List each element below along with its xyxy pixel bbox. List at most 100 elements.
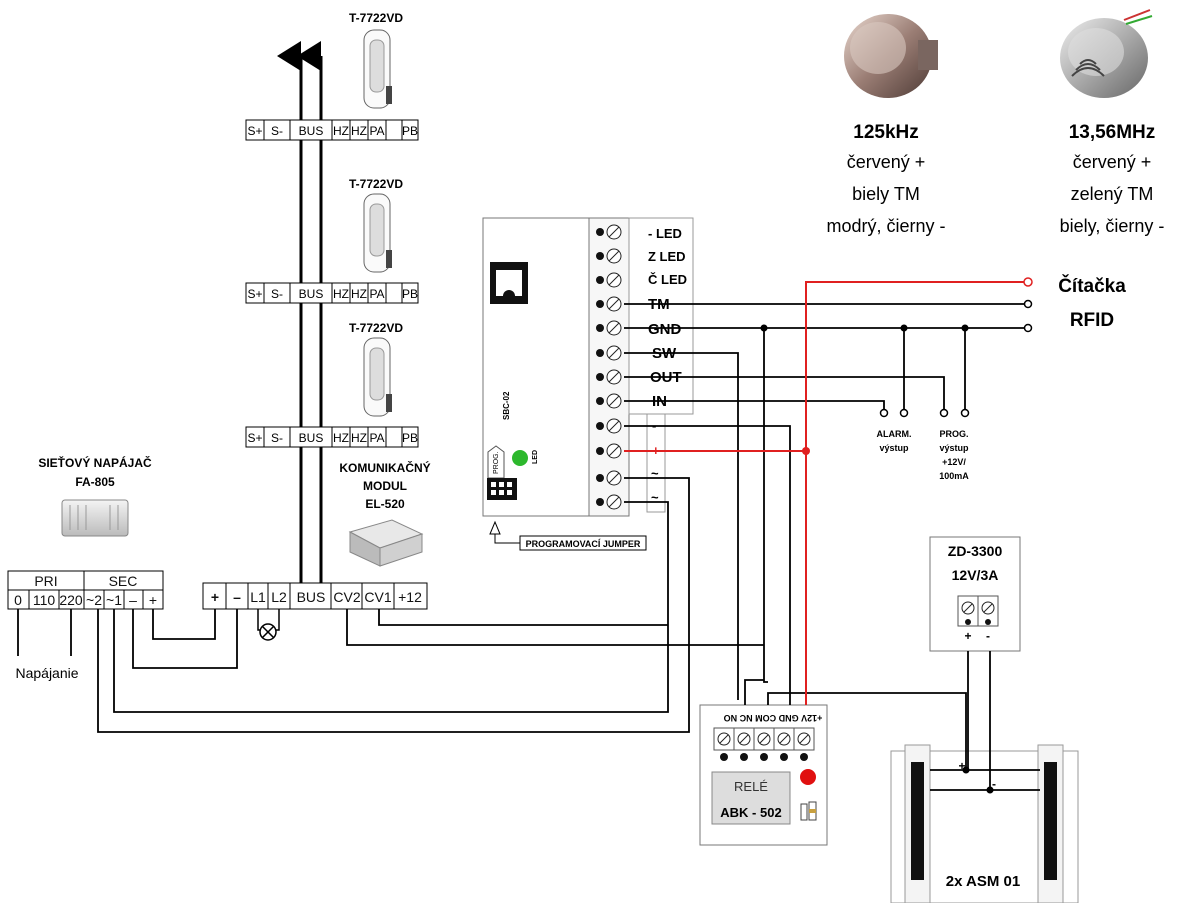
bus-wires — [277, 41, 323, 590]
svg-text:–: – — [129, 592, 137, 608]
svg-text:výstup: výstup — [939, 443, 969, 453]
svg-text:biely TM: biely TM — [852, 184, 920, 204]
chip-icon — [490, 262, 528, 304]
svg-text:GND: GND — [648, 321, 682, 338]
svg-text:EL-520: EL-520 — [365, 497, 405, 511]
comm-module-icon — [348, 519, 424, 567]
svg-text:CV2: CV2 — [333, 589, 360, 605]
svg-text:+: + — [211, 589, 219, 605]
svg-text:RELÉ: RELÉ — [734, 779, 768, 794]
svg-text:~1: ~1 — [106, 592, 122, 608]
svg-text:S-: S- — [271, 431, 283, 445]
svg-text:PROG.: PROG. — [939, 429, 968, 439]
terminal-dot — [760, 753, 768, 761]
terminal-dot — [720, 753, 728, 761]
controller-terminal-labels: - LED Z LED Č LED TM GND SW OUT IN - + ~… — [648, 226, 687, 505]
svg-text:~: ~ — [651, 490, 659, 505]
screw-slot — [608, 395, 620, 407]
handset-unit-3: T-7722VD S+ S- BUS HZ HZ PA PB — [245, 321, 419, 448]
junction-dots — [760, 324, 994, 794]
svg-text:S+: S+ — [247, 287, 262, 301]
screw-slot — [608, 420, 620, 432]
handset-icon — [363, 193, 392, 273]
svg-text:125kHz: 125kHz — [853, 122, 919, 143]
svg-text:SEC: SEC — [109, 573, 138, 589]
svg-text:- LED: - LED — [648, 226, 682, 241]
terminal-dot — [596, 228, 604, 236]
svg-text:červený +: červený + — [1073, 152, 1152, 172]
svg-text:BUS: BUS — [297, 589, 326, 605]
reader-125khz: 125kHz červený + biely TM modrý, čierny … — [826, 14, 946, 236]
relay-led — [800, 769, 816, 785]
handset-icon — [363, 29, 392, 109]
screw-slot — [799, 734, 809, 744]
svg-text:Z LED: Z LED — [648, 249, 686, 264]
handset-unit-2: T-7722VD S+ S- BUS HZ HZ PA PB — [245, 177, 419, 304]
screw-slot — [608, 250, 620, 262]
relay-abk502: +12V GND COM NC NO RELÉ ABK - 502 — [699, 704, 828, 846]
svg-text:+12: +12 — [398, 589, 422, 605]
red-wires — [624, 281, 1026, 705]
handset-icon — [363, 337, 392, 417]
handset-model-label: T-7722VD — [349, 11, 403, 25]
reader-125-icon — [844, 14, 938, 98]
svg-text:RFID: RFID — [1070, 310, 1114, 331]
terminal-dot — [596, 447, 604, 455]
screw-slot — [739, 734, 749, 744]
svg-text:~2: ~2 — [86, 592, 102, 608]
lamp-icon — [257, 609, 280, 641]
svg-text:L2: L2 — [271, 589, 287, 605]
svg-text:-: - — [992, 777, 996, 791]
handset-model-label: T-7722VD — [349, 177, 403, 191]
svg-text:-: - — [986, 629, 990, 643]
svg-text:HZ: HZ — [351, 431, 367, 445]
svg-text:výstup: výstup — [879, 443, 909, 453]
jumper-label: PROGRAMOVACÍ JUMPER — [526, 539, 641, 549]
svg-text:+12V GND COM NC NO: +12V GND COM NC NO — [724, 713, 823, 723]
svg-text:ZD-3300: ZD-3300 — [948, 543, 1003, 559]
svg-text:biely, čierny -: biely, čierny - — [1060, 216, 1165, 236]
psu-terminal-strip: PRI SEC 0 110 220 ~2 ~1 – + — [7, 570, 164, 610]
terminal-dot — [740, 753, 748, 761]
svg-text:ALARM.: ALARM. — [877, 429, 912, 439]
svg-text:S-: S- — [271, 124, 283, 138]
svg-text:HZ: HZ — [333, 287, 349, 301]
controller-screw-terminals — [596, 224, 622, 510]
svg-text:110: 110 — [33, 592, 56, 608]
svg-text:220: 220 — [59, 592, 83, 608]
power-supply-title: SIEŤOVÝ NAPÁJAČ — [38, 455, 152, 470]
terminal-dot — [596, 276, 604, 284]
svg-text:PROG.: PROG. — [493, 451, 500, 474]
svg-text:13,56MHz: 13,56MHz — [1069, 122, 1156, 143]
svg-text:HZ: HZ — [351, 124, 367, 138]
psu-zd3300: ZD-3300 12V/3A + - — [929, 536, 1021, 652]
svg-text:HZ: HZ — [351, 287, 367, 301]
screw-slot — [779, 734, 789, 744]
terminal-dot — [596, 373, 604, 381]
diode-icon — [800, 801, 817, 821]
black-wires — [17, 303, 1040, 791]
handset-terminal-strip: S+ S- BUS HZ HZ PA PB — [245, 119, 419, 141]
terminal-dot — [596, 474, 604, 482]
relay-screw-terminals — [713, 727, 815, 761]
svg-text:L1: L1 — [250, 589, 266, 605]
terminal-dot — [596, 498, 604, 506]
terminal-dot — [800, 753, 808, 761]
screw-slot — [608, 274, 620, 286]
din-rail-psu-icon — [61, 499, 129, 537]
handset-terminal-strip: S+ S- BUS HZ HZ PA PB — [245, 282, 419, 304]
screw-slot — [608, 472, 620, 484]
svg-text:PB: PB — [402, 124, 418, 138]
svg-text:~: ~ — [651, 466, 659, 481]
svg-text:BUS: BUS — [299, 431, 324, 445]
controller-sbc02: SBC-02 PROG. LED PROGRAMOVACÍ JUMPER - L… — [482, 217, 694, 551]
svg-text:+12V/: +12V/ — [942, 457, 966, 467]
svg-text:12V/3A: 12V/3A — [952, 567, 999, 583]
svg-text:PRI: PRI — [34, 573, 57, 589]
controller-model-label: SBC-02 — [502, 391, 511, 420]
svg-text:PA: PA — [369, 431, 384, 445]
screw-slot — [608, 445, 620, 457]
svg-text:+: + — [958, 759, 965, 773]
screw-slot — [608, 226, 620, 238]
